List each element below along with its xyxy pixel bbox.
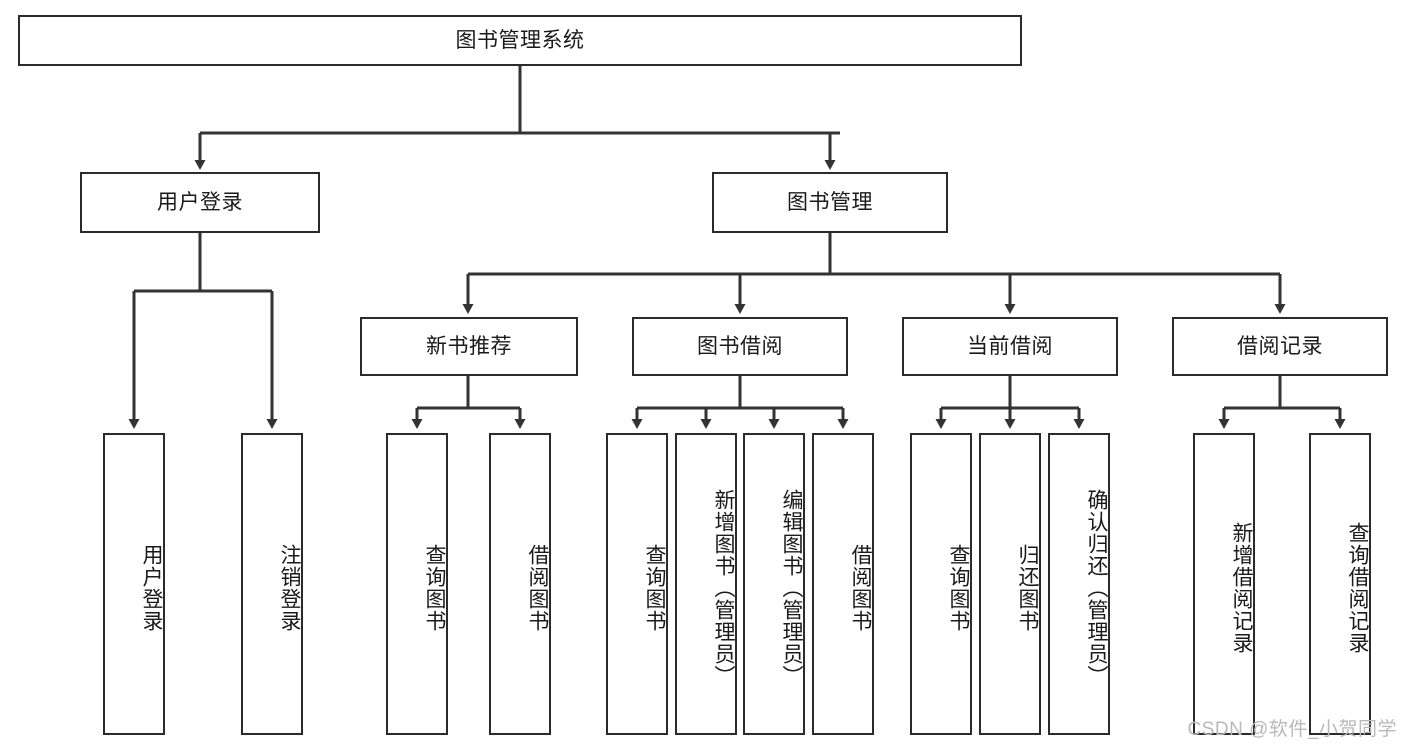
leaf-user-login-logout[interactable]: 注销登录	[241, 433, 303, 735]
leaf-new-book-query[interactable]: 查询图书	[386, 433, 448, 735]
leaf-book-borrow-add[interactable]: 新增图书（管理员）	[675, 433, 737, 735]
node-book-borrow[interactable]: 图书借阅	[632, 317, 848, 376]
edges-root	[194, 66, 840, 170]
node-label: 图书借阅	[697, 334, 783, 358]
leaf-current-borrow-confirm-return[interactable]: 确认归还（管理员）	[1048, 433, 1110, 735]
node-root-system[interactable]: 图书管理系统	[18, 15, 1022, 66]
node-label: 新书推荐	[426, 334, 512, 358]
node-borrow-record[interactable]: 借阅记录	[1172, 317, 1388, 376]
node-label: 新增借阅记录	[1230, 522, 1253, 654]
node-user-login[interactable]: 用户登录	[80, 172, 320, 233]
edges-book-borrow	[631, 376, 849, 429]
node-new-book-recommend[interactable]: 新书推荐	[360, 317, 578, 376]
leaf-current-borrow-query[interactable]: 查询图书	[910, 433, 972, 735]
node-label: 归还图书	[1016, 544, 1039, 632]
node-label: 编辑图书（管理员）	[780, 489, 803, 687]
leaf-user-login-login[interactable]: 用户登录	[103, 433, 165, 735]
edges-user-login	[128, 233, 278, 429]
node-label: 注销登录	[278, 544, 301, 632]
node-label: 借阅图书	[849, 544, 872, 632]
leaf-current-borrow-return[interactable]: 归还图书	[979, 433, 1041, 735]
node-label: 用户登录	[140, 544, 163, 632]
watermark-text: CSDN @软件_小贺同学	[1187, 719, 1397, 740]
node-label: 查询图书	[947, 544, 970, 632]
node-label: 用户登录	[157, 190, 243, 214]
node-label: 确认归还（管理员）	[1085, 489, 1108, 687]
leaf-book-borrow-edit[interactable]: 编辑图书（管理员）	[743, 433, 805, 735]
node-label: 图书管理系统	[455, 28, 585, 52]
leaf-book-borrow-query[interactable]: 查询图书	[606, 433, 668, 735]
node-label: 查询图书	[643, 544, 666, 632]
node-book-management[interactable]: 图书管理	[712, 172, 948, 233]
node-current-borrow[interactable]: 当前借阅	[902, 317, 1118, 376]
node-label: 当前借阅	[967, 334, 1053, 358]
edges-current-borrow	[935, 376, 1085, 429]
node-label: 借阅记录	[1237, 334, 1323, 358]
node-label: 新增图书（管理员）	[712, 489, 735, 687]
node-label: 查询图书	[423, 544, 446, 632]
leaf-new-book-borrow[interactable]: 借阅图书	[489, 433, 551, 735]
edges-new-book	[411, 376, 526, 429]
edges-borrow-record	[1218, 376, 1346, 429]
node-label: 图书管理	[787, 190, 873, 214]
edges-book-manage	[462, 233, 1286, 314]
leaf-borrow-record-add[interactable]: 新增借阅记录	[1193, 433, 1255, 735]
node-label: 查询借阅记录	[1346, 522, 1369, 654]
node-label: 借阅图书	[526, 544, 549, 632]
leaf-book-borrow-borrow[interactable]: 借阅图书	[812, 433, 874, 735]
leaf-borrow-record-query[interactable]: 查询借阅记录	[1309, 433, 1371, 735]
